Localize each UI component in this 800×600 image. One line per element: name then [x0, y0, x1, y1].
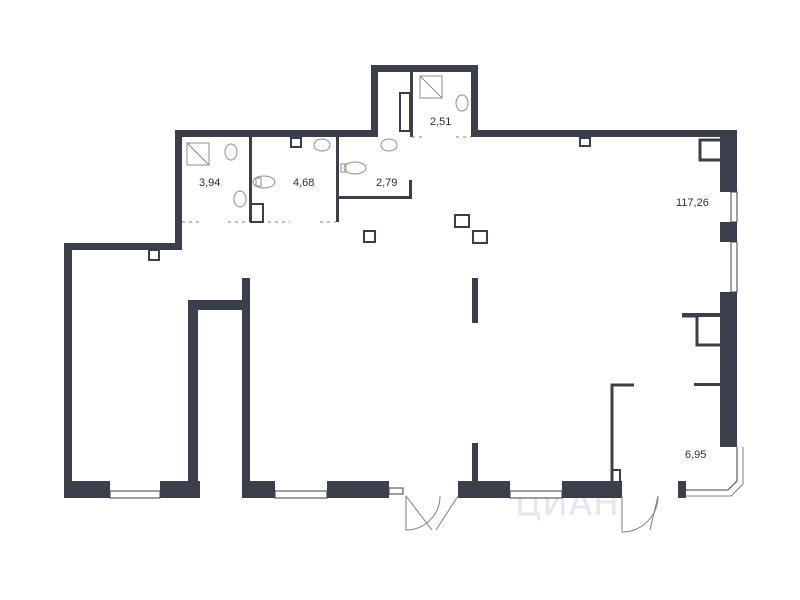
room-labels: 3,94 4,68 2,79 2,51 117,26 6,95 — [199, 116, 709, 461]
exterior-walls — [64, 65, 744, 499]
room-area-main-hall: 117,26 — [676, 197, 709, 209]
interior-walls — [148, 72, 722, 483]
room-area-corner-room: 6,95 — [685, 449, 706, 461]
room-area-bath-2: 4,68 — [293, 177, 314, 189]
room-area-bath-3: 2,79 — [376, 177, 397, 189]
fixtures — [186, 75, 469, 208]
room-area-bath-1: 3,94 — [199, 177, 220, 189]
room-area-bath-4: 2,51 — [430, 116, 451, 128]
doors — [182, 136, 659, 533]
